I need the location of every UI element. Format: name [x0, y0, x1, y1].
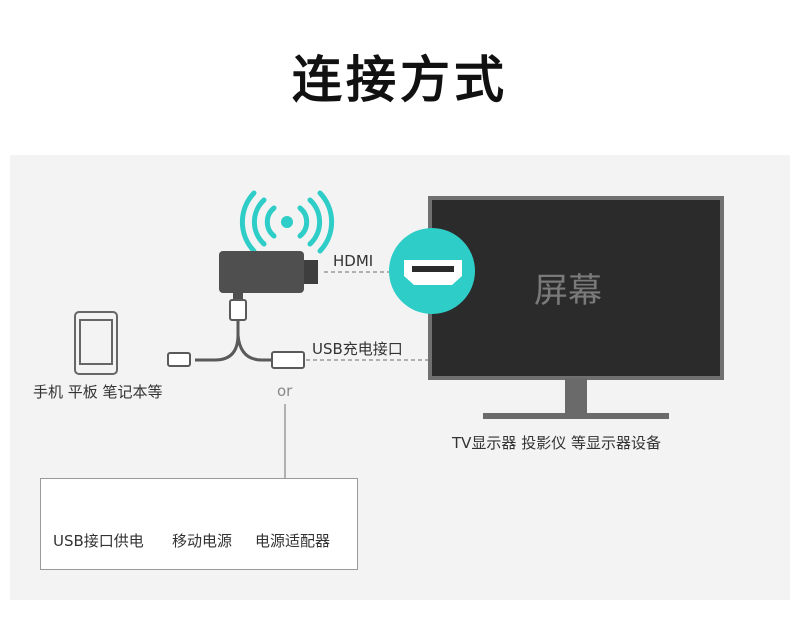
usb-charge-label: USB充电接口	[312, 340, 403, 358]
hdmi-label: HDMI	[333, 252, 374, 270]
wifi-signal-icon	[239, 190, 335, 254]
page-title: 连接方式	[292, 51, 508, 109]
usb-cable-icon	[167, 299, 305, 369]
power-option-adapter: 电源适配器	[255, 532, 331, 550]
or-label: or	[277, 382, 293, 400]
power-option-power-bank: 移动电源	[172, 532, 233, 550]
screen-label: 屏幕	[534, 271, 602, 311]
power-options-box	[40, 478, 358, 570]
tv-label: TV显示器 投影仪 等显示器设备	[452, 434, 661, 452]
dongle-icon	[219, 251, 318, 301]
devices-label: 手机 平板 笔记本等	[33, 383, 163, 401]
monitor-icon	[428, 196, 724, 419]
power-option-usb: USB接口供电	[53, 532, 144, 550]
phone-icon	[74, 311, 118, 375]
hdmi-port-icon	[389, 228, 475, 314]
